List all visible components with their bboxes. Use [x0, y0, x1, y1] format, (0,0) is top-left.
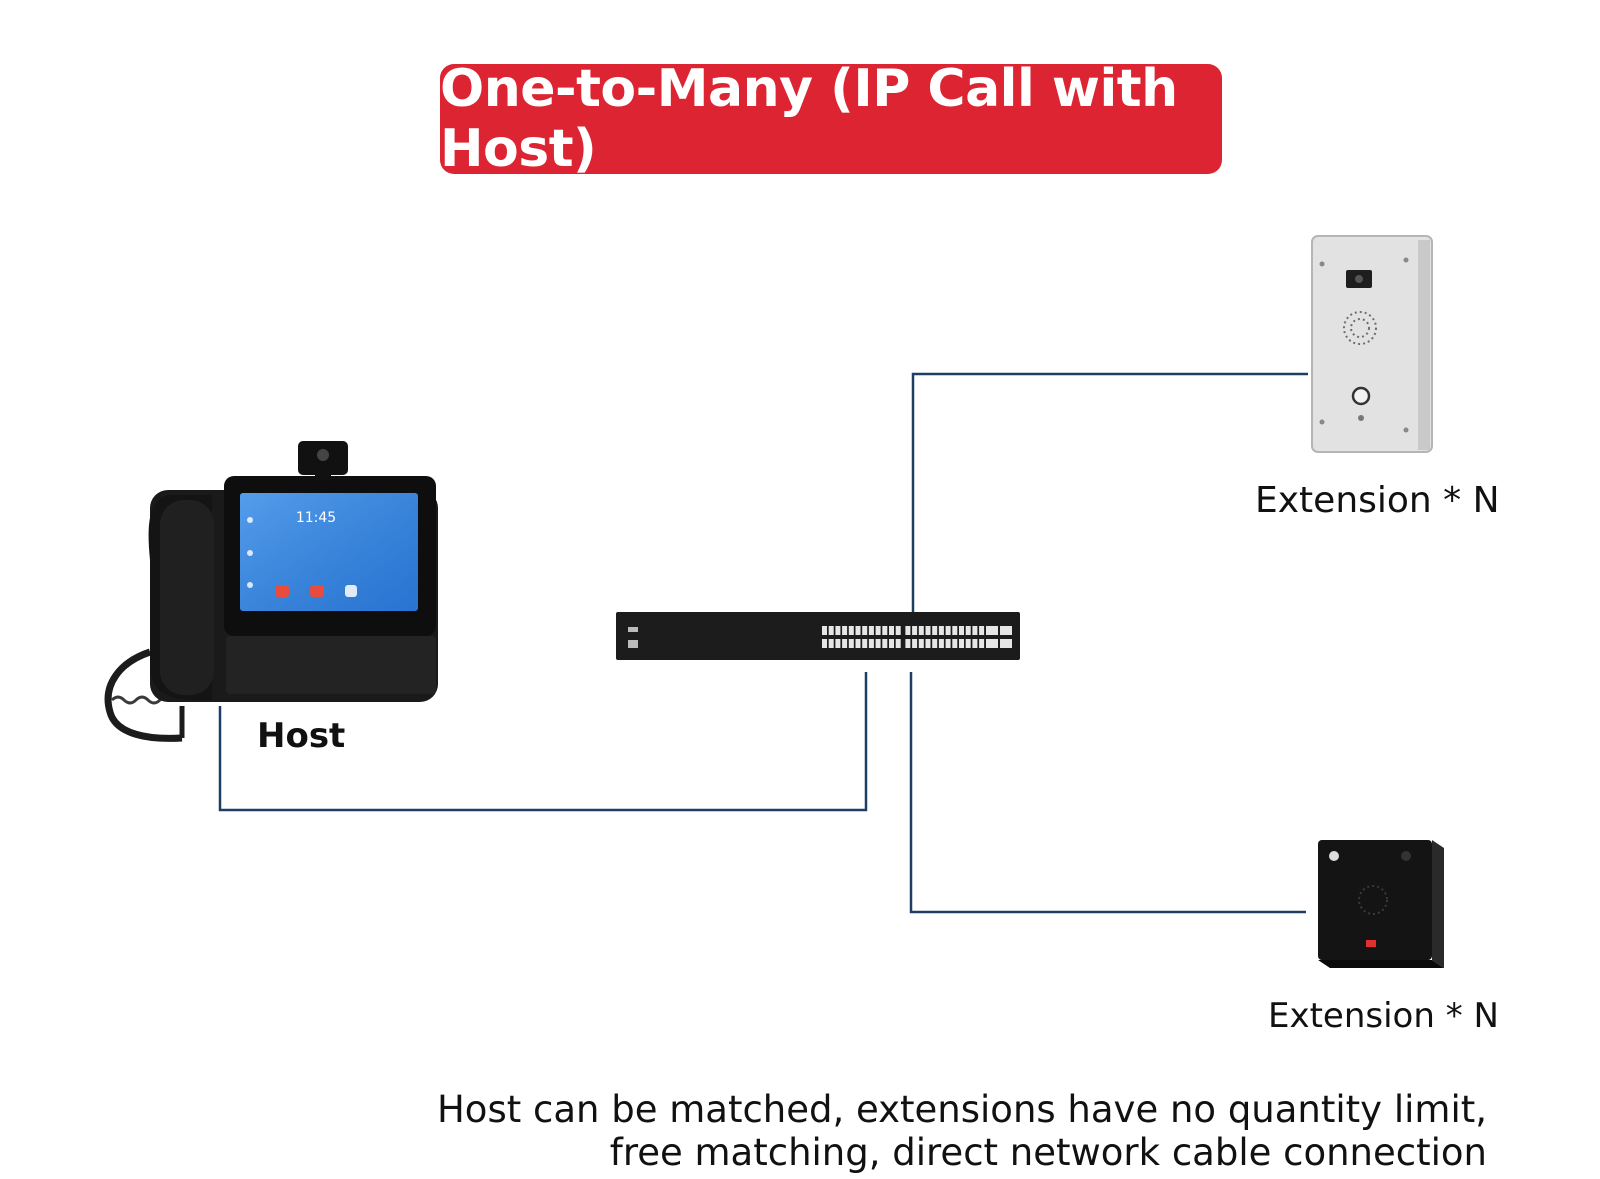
switch-port: [862, 626, 868, 635]
switch-port: [905, 626, 911, 635]
switch-port: [972, 626, 978, 635]
switch-port: [835, 639, 841, 648]
switch-port: [822, 639, 827, 648]
host-label: Host: [257, 716, 346, 756]
switch-port: [938, 626, 944, 635]
switch-port: [889, 639, 894, 648]
switch-port: [889, 626, 894, 635]
switch-port: [979, 626, 985, 635]
switch-port: [979, 639, 985, 648]
diagram-title: One-to-Many (IP Call with Host): [440, 59, 1178, 179]
extension-top-label: Extension * N: [1255, 480, 1500, 521]
title-banner: One-to-Many (IP Call with Host): [440, 59, 1222, 179]
switch-port: [882, 626, 888, 635]
host-to-switch-line: [218, 672, 868, 812]
switch-port: [828, 626, 834, 635]
switch-port: [848, 639, 854, 648]
switch-port: [842, 626, 848, 635]
switch-sfp-port: [986, 626, 998, 635]
switch-port: [945, 626, 951, 635]
switch-sfp-port: [986, 639, 998, 648]
intercom-door-panel-icon: [1311, 235, 1433, 453]
network-switch-icon: [616, 612, 1020, 660]
switch-port: [855, 626, 861, 635]
switch-port: [938, 639, 944, 648]
host-screen-time: 11:45: [296, 510, 336, 526]
switch-port: [972, 639, 978, 648]
switch-port: [895, 639, 901, 648]
switch-port: [895, 626, 901, 635]
switch-port: [822, 626, 827, 635]
switch-sfp-port: [1000, 639, 1012, 648]
switch-port: [868, 626, 874, 635]
switch-port: [925, 626, 931, 635]
switch-port: [965, 626, 971, 635]
switch-port: [875, 626, 881, 635]
switch-port: [918, 626, 924, 635]
switch-port: [868, 639, 874, 648]
switch-port: [875, 639, 881, 648]
switch-port: [905, 639, 911, 648]
switch-port: [932, 626, 938, 635]
footer-caption: Host can be matched, extensions have no …: [437, 1088, 1487, 1174]
switch-to-extension-bottom-line: [909, 672, 1306, 914]
switch-port: [855, 639, 861, 648]
footer-line-1: Host can be matched, extensions have no …: [436, 1088, 1487, 1131]
switch-port: [959, 626, 964, 635]
extension-bottom-label: Extension * N: [1268, 996, 1499, 1036]
switch-port: [828, 639, 834, 648]
switch-to-extension-top-line: [911, 372, 1308, 615]
switch-port: [912, 626, 918, 635]
footer-line-2: free matching, direct network cable conn…: [609, 1131, 1487, 1174]
switch-port: [952, 626, 958, 635]
switch-sfp-port: [1000, 626, 1012, 635]
switch-port: [862, 639, 868, 648]
ip-video-phone-icon: 11:45: [104, 441, 438, 742]
switch-port: [912, 639, 918, 648]
intercom-wall-box-icon: [1318, 840, 1444, 968]
switch-port: [965, 639, 971, 648]
switch-port: [952, 639, 958, 648]
switch-port: [918, 639, 924, 648]
switch-port: [959, 639, 964, 648]
switch-port: [882, 639, 888, 648]
switch-port: [835, 626, 841, 635]
switch-port: [945, 639, 951, 648]
connection-lines: [218, 372, 1308, 914]
switch-port: [848, 626, 854, 635]
switch-port: [932, 639, 938, 648]
switch-port: [842, 639, 848, 648]
switch-port: [925, 639, 931, 648]
